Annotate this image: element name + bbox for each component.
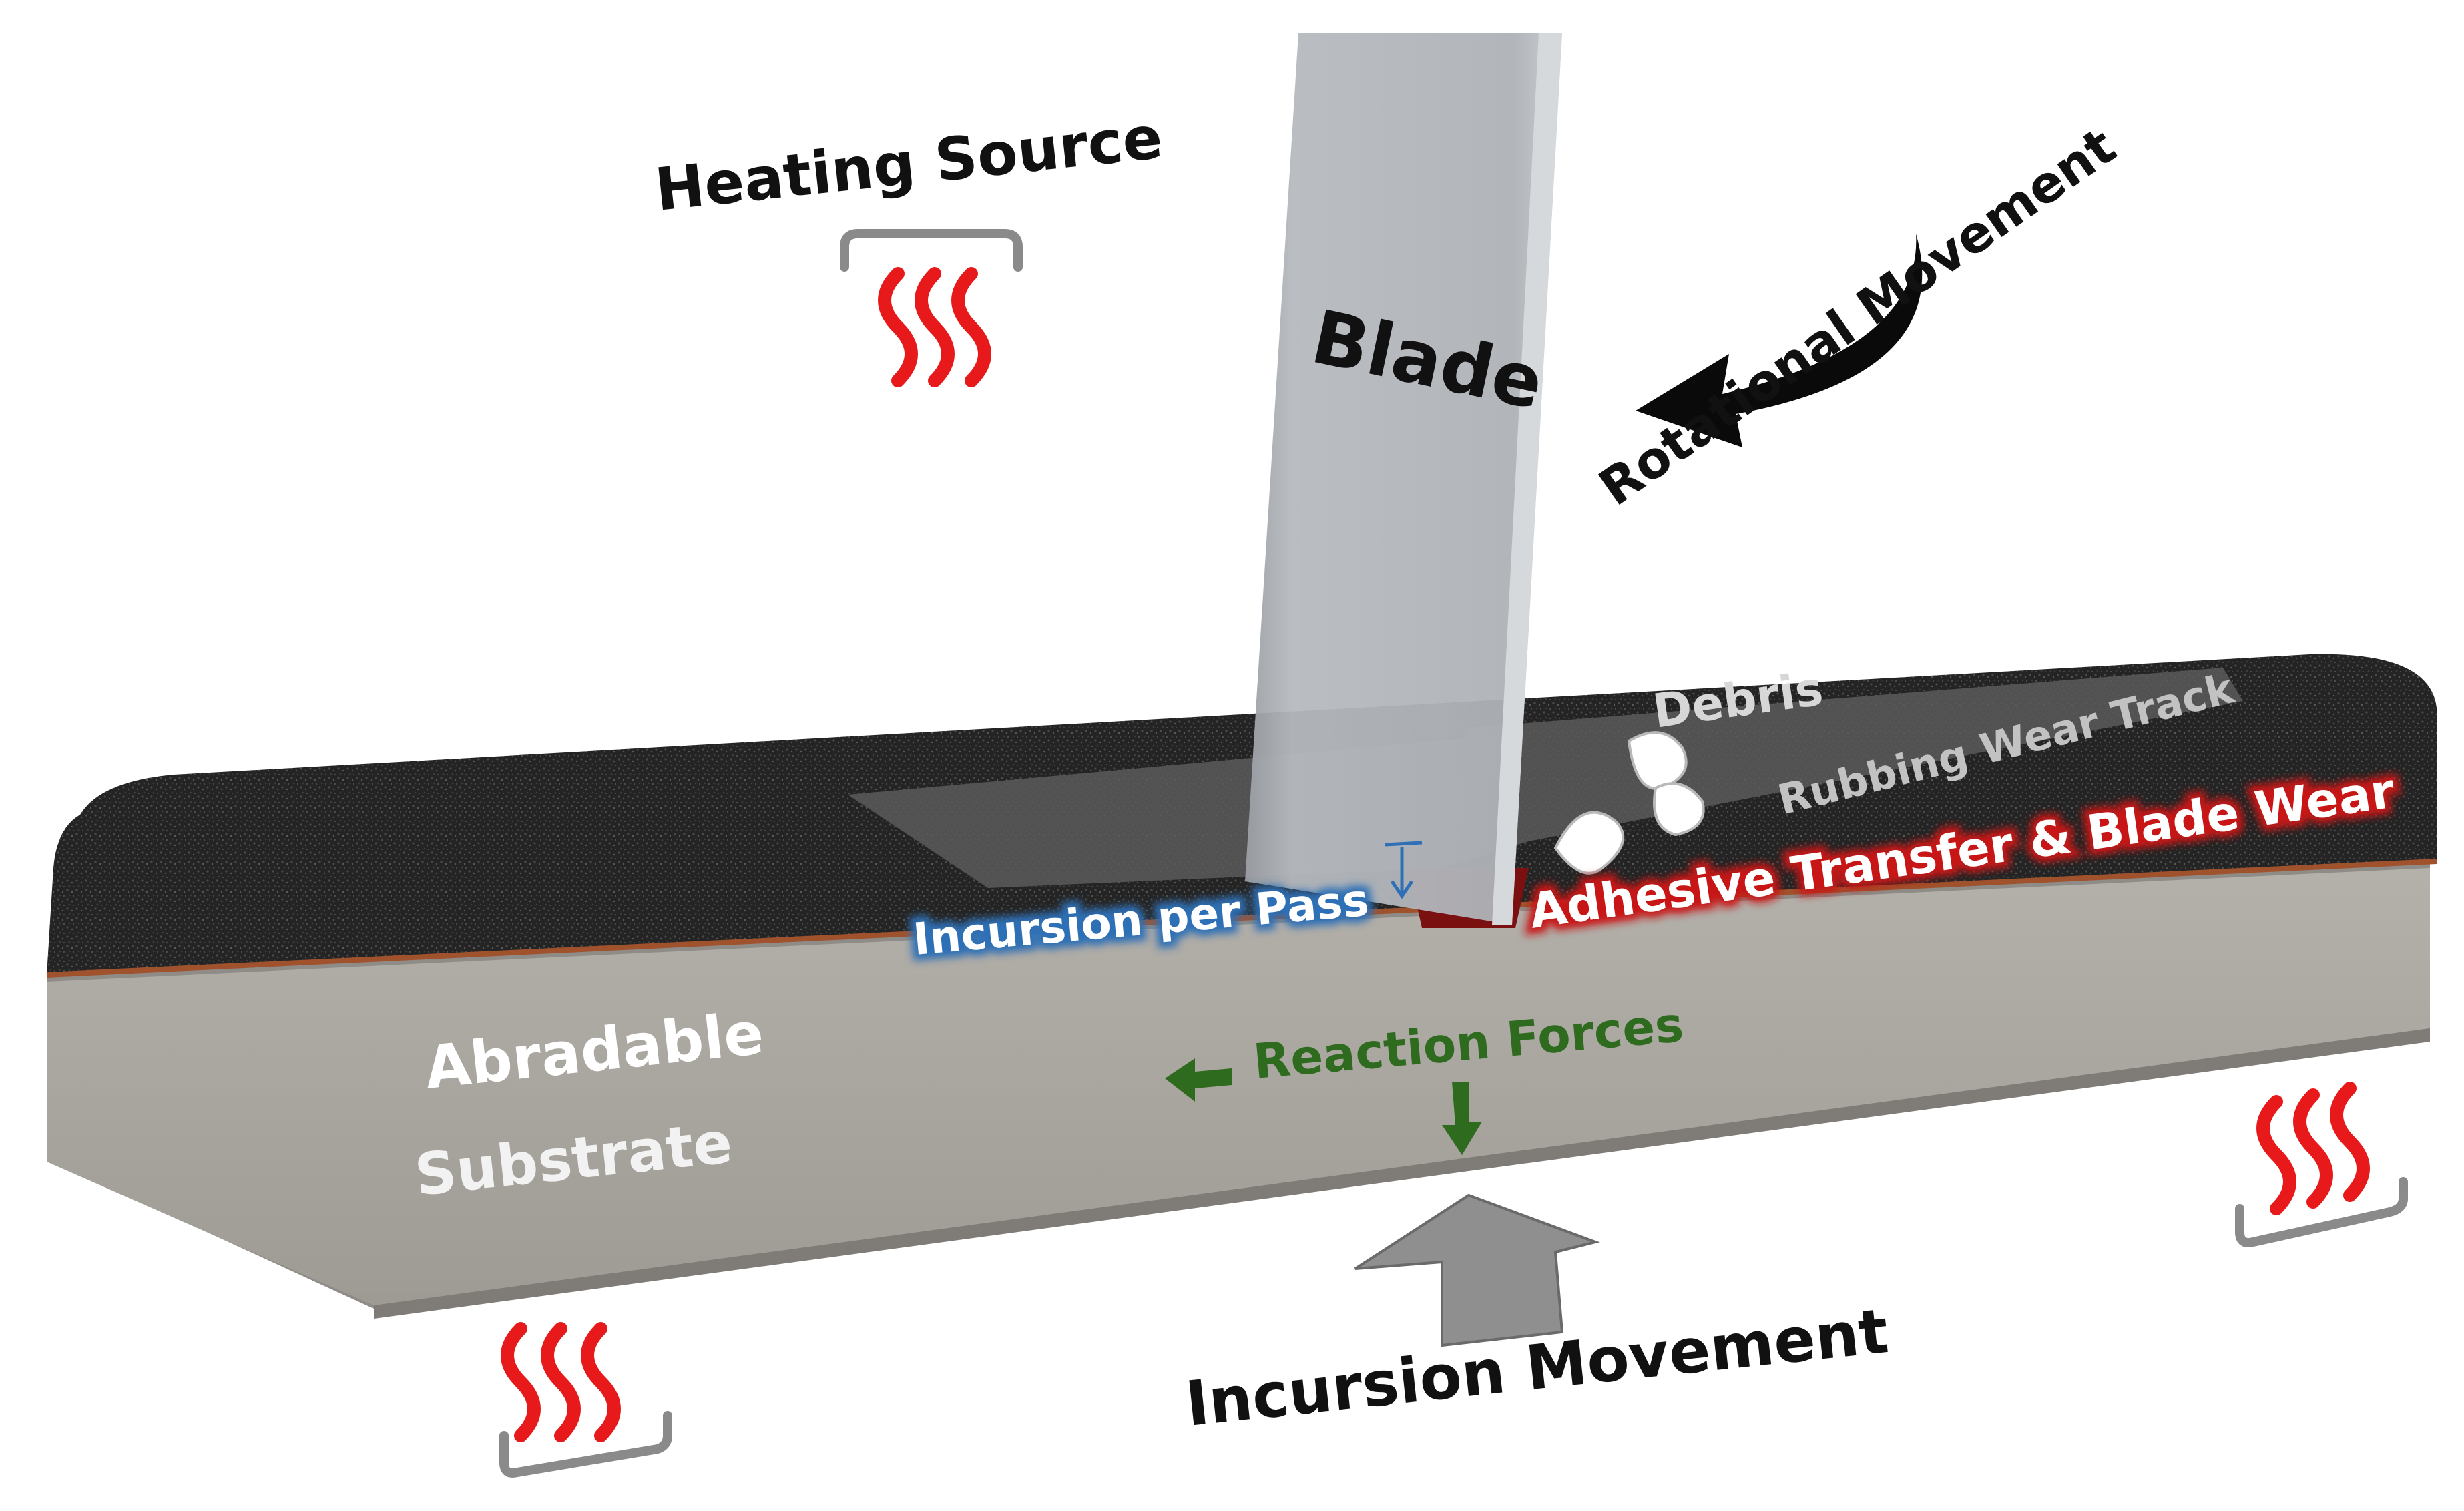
substrate-block [47,861,2430,1319]
rotational-movement-label: Rotational Movement [1588,116,2126,517]
heating-source-label: Heating Source [652,103,1166,224]
incursion-per-pass-marker [1385,841,1423,899]
heater-bottom-right [2235,1082,2408,1247]
interface-line [46,859,2437,978]
heater-bottom-left [499,1322,672,1478]
debris-swirls [1553,731,1705,875]
rotational-arrow [1636,234,1923,447]
incursion-movement-arrow [1354,1193,1600,1347]
heater-top [840,229,1023,387]
blade [1245,33,1562,925]
reaction-force-arrows [1165,1058,1482,1155]
